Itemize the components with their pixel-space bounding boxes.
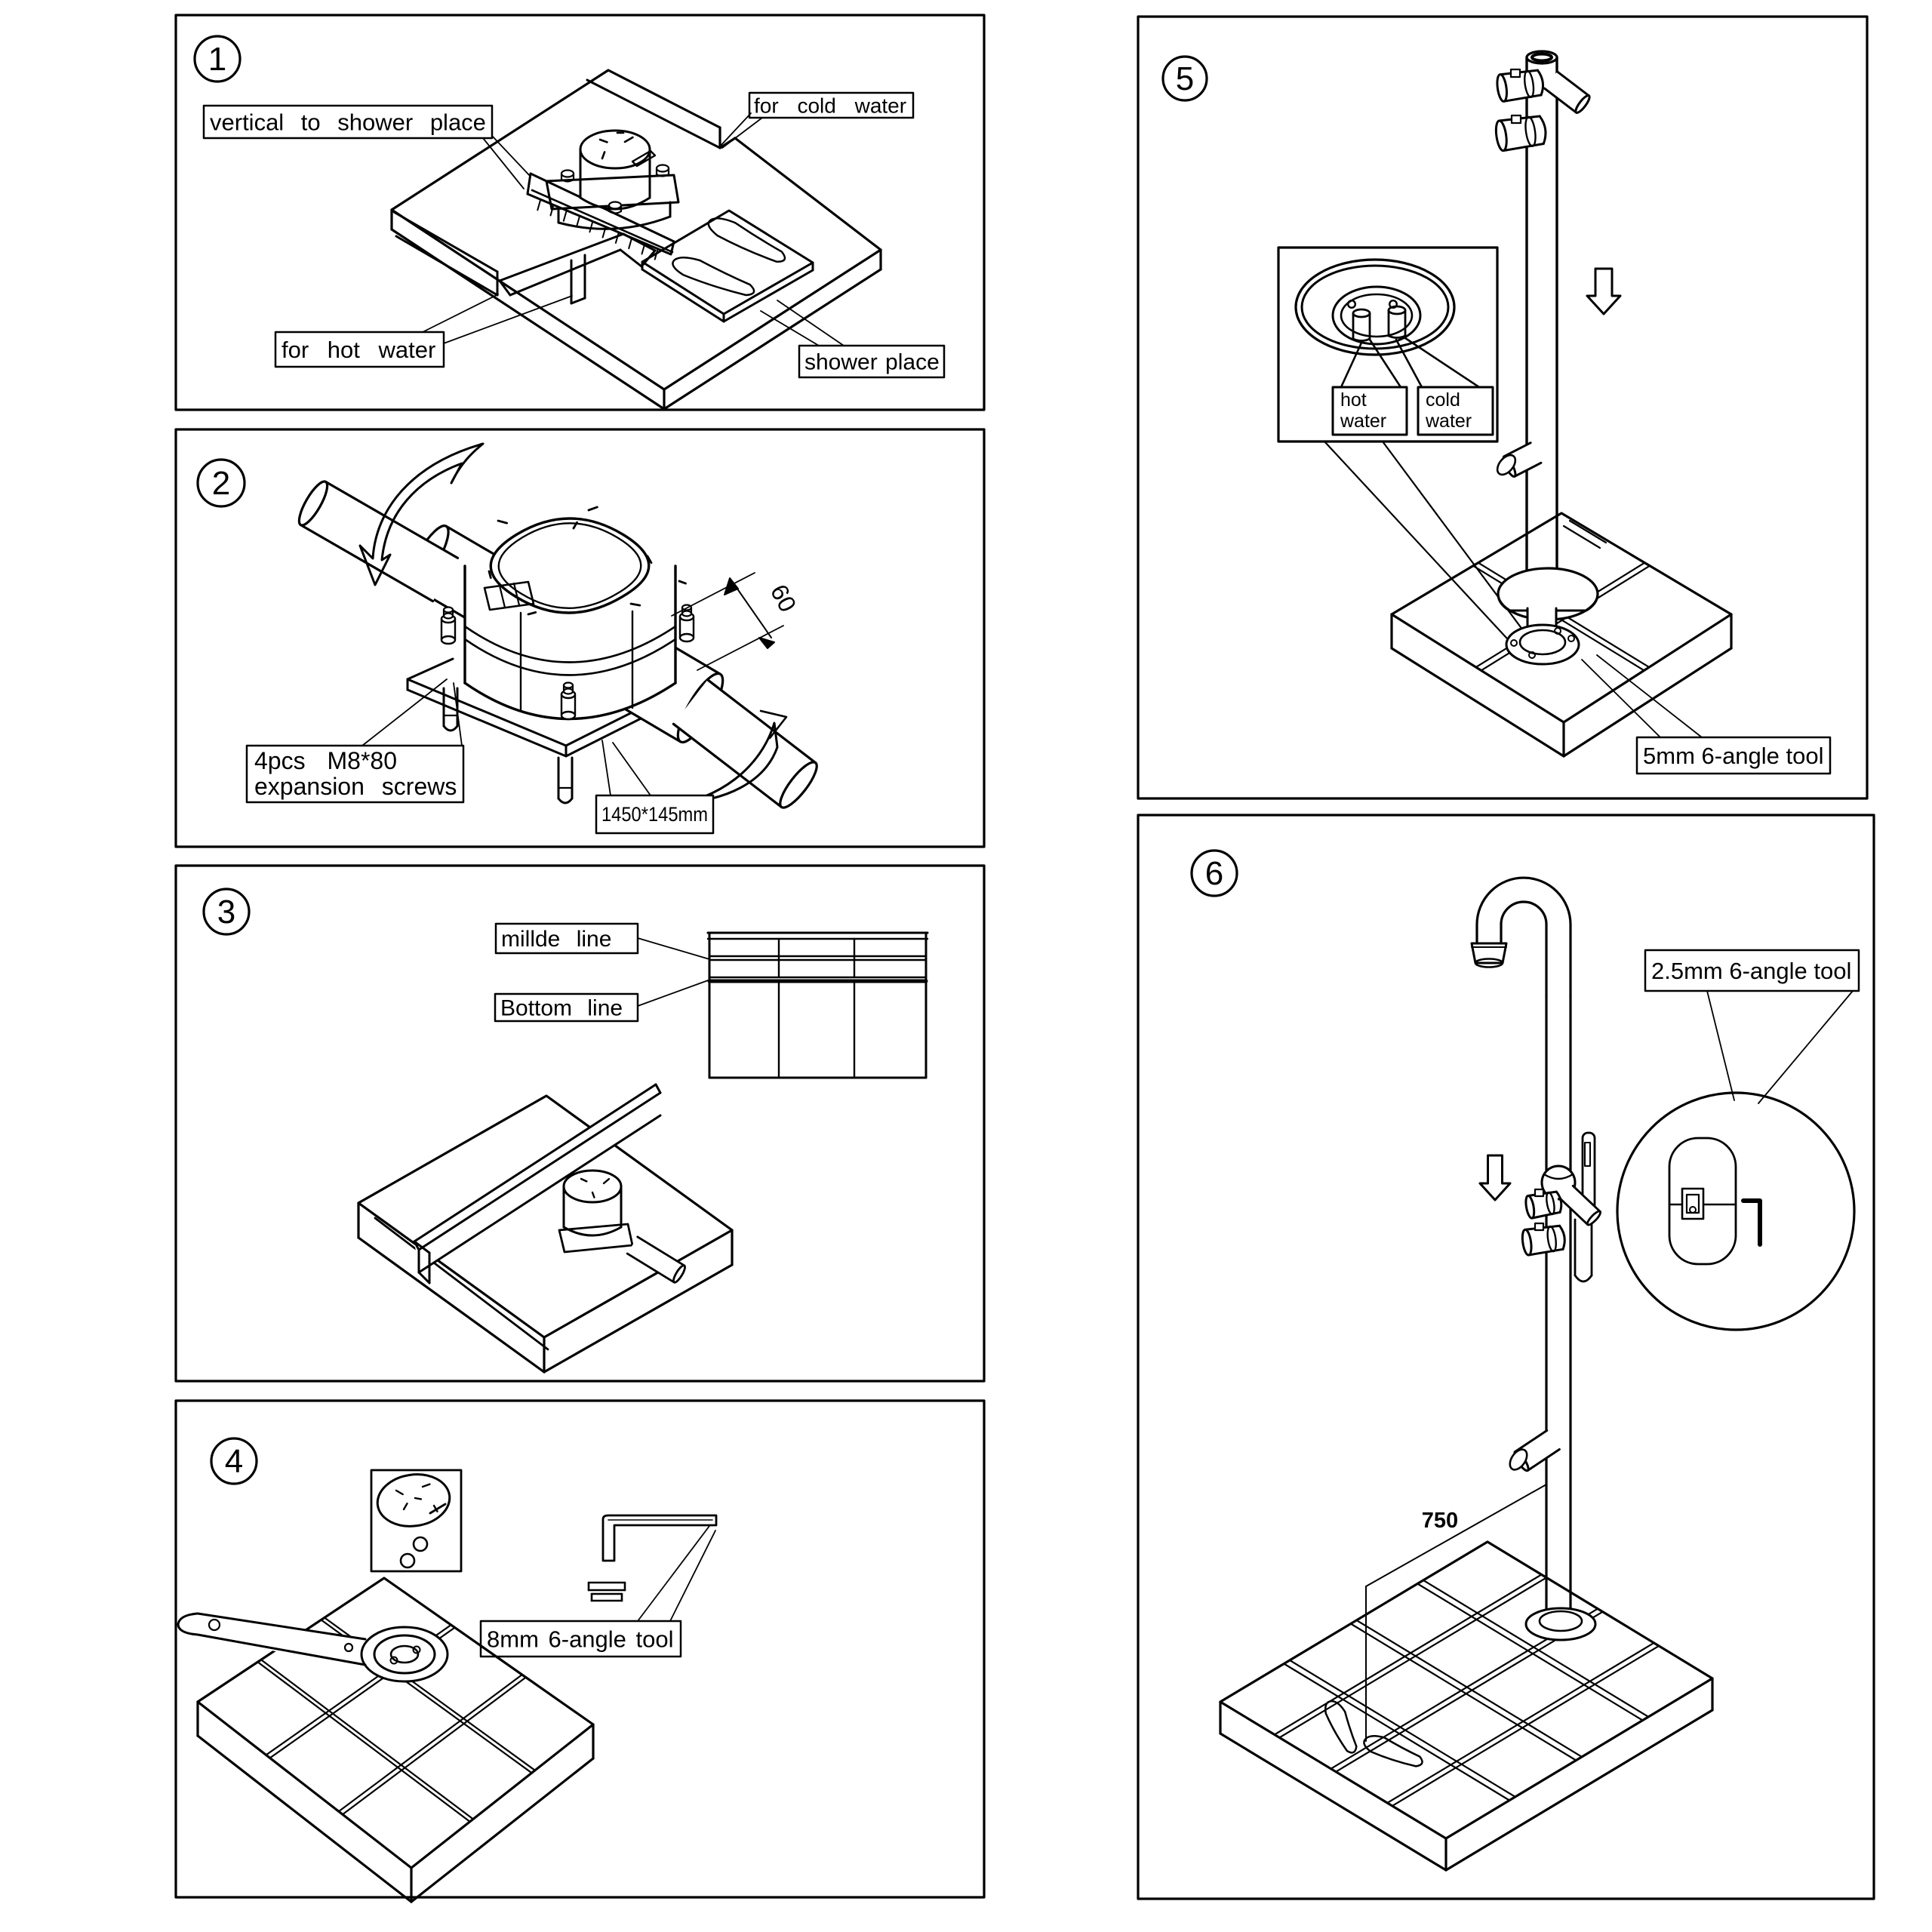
svg-text:water: water: [1425, 411, 1472, 432]
svg-text:5: 5: [1176, 60, 1194, 97]
svg-text:1: 1: [208, 41, 226, 78]
svg-text:Bottom line: Bottom line: [500, 996, 623, 1021]
svg-text:4: 4: [225, 1443, 243, 1480]
svg-text:hot: hot: [1340, 389, 1367, 411]
svg-text:5mm 6-angle tool: 5mm 6-angle tool: [1643, 743, 1824, 769]
svg-text:2: 2: [212, 465, 230, 502]
svg-text:8mm 6-angle tool: 8mm 6-angle tool: [487, 1626, 674, 1652]
svg-text:4pcs M8*80: 4pcs M8*80: [254, 747, 397, 774]
svg-text:cold: cold: [1426, 389, 1460, 411]
svg-text:6: 6: [1205, 855, 1223, 892]
svg-text:water: water: [1340, 411, 1386, 432]
svg-text:750: 750: [1422, 1509, 1458, 1533]
svg-text:vertical to shower place: vertical to shower place: [210, 109, 486, 135]
svg-text:3: 3: [217, 894, 235, 931]
svg-text:shower place: shower place: [804, 350, 940, 375]
svg-text:2.5mm 6-angle tool: 2.5mm 6-angle tool: [1651, 958, 1851, 984]
svg-text:expansion screws: expansion screws: [254, 773, 457, 800]
svg-text:millde line: millde line: [501, 927, 611, 952]
svg-text:for hot water: for hot water: [281, 337, 435, 363]
svg-text:for cold water: for cold water: [754, 94, 906, 117]
svg-text:1450*145mm: 1450*145mm: [601, 803, 708, 826]
